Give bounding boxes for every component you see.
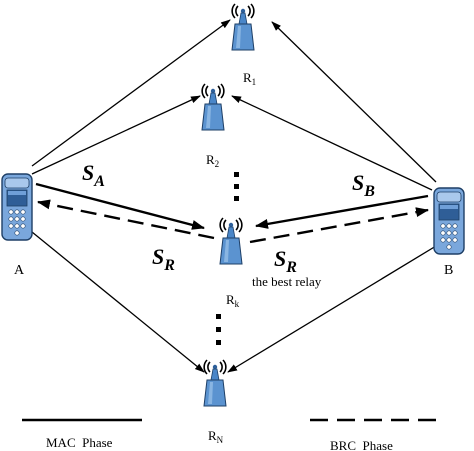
ellipsis-dots-lower	[216, 314, 221, 345]
signal-label-sB: SB	[352, 170, 375, 200]
tower-icon-R2	[201, 83, 225, 131]
brc-Rk-B	[249, 207, 429, 244]
link-B-R2	[231, 95, 433, 191]
signal-label-sR-left: SR	[152, 244, 175, 274]
tower-icon-Rk	[219, 217, 243, 265]
link-A-R2	[31, 95, 201, 175]
tower-icon-RN	[203, 359, 227, 407]
brc-Rk-A	[37, 199, 215, 240]
signal-label-sA: SA	[82, 160, 105, 190]
link-B-R1	[271, 21, 437, 183]
tower-icon-R1	[231, 3, 255, 51]
best-relay-label: the best relay	[252, 274, 322, 289]
link-A-R1	[31, 19, 231, 167]
node-label-Rk: Rk	[226, 292, 240, 309]
node-label-A: A	[14, 263, 25, 278]
link-A-Rk	[35, 182, 205, 230]
node-label-RN: RN	[208, 428, 224, 445]
node-label-B: B	[444, 263, 453, 278]
legend-brc-label: BRC Phase	[330, 438, 393, 451]
link-A-RN	[31, 231, 205, 373]
ellipsis-dots-upper	[234, 172, 239, 201]
phone-icon-B	[433, 187, 465, 255]
link-B-RN	[227, 245, 437, 373]
node-label-R1: R1	[243, 70, 256, 87]
node-label-R2: R2	[206, 152, 219, 169]
signal-label-sR-right: SR	[274, 246, 297, 276]
link-B-Rk	[255, 194, 429, 229]
legend-mac-label: MAC Phase	[46, 435, 113, 450]
phone-icon-A	[1, 173, 33, 241]
